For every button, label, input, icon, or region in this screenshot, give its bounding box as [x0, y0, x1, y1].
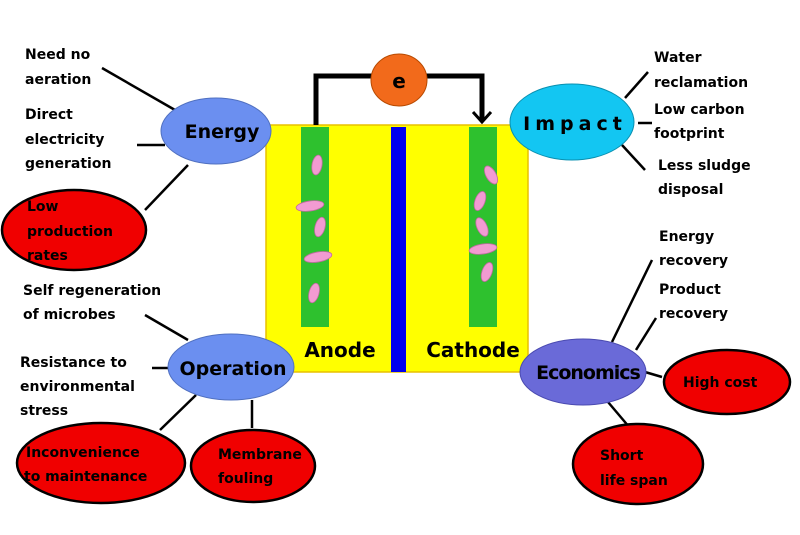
label-line: rates — [27, 248, 68, 264]
microbe — [468, 243, 498, 255]
label-line: Resistance to — [20, 355, 127, 371]
microbe — [314, 216, 326, 238]
label-line: electricity — [25, 132, 104, 148]
economics-hub — [519, 338, 647, 406]
electron-label: e — [392, 69, 406, 93]
drawback-high-cost — [662, 348, 792, 416]
energy-hub-label: Energy — [185, 121, 260, 143]
economics-hub-label: Economics — [536, 362, 640, 384]
microbe — [311, 154, 323, 176]
energy-benefits: Need no aeration Direct electricity gene… — [25, 47, 111, 172]
label-line: Energy — [659, 229, 714, 245]
drawback-bubbles — [0, 188, 792, 506]
impact-hub — [509, 83, 635, 161]
cathode-label: Cathode — [426, 338, 520, 362]
drawback-low-production — [0, 188, 148, 272]
membrane — [391, 127, 406, 372]
microbe — [483, 165, 499, 185]
label-line: generation — [25, 156, 111, 172]
label-line: Short — [600, 448, 644, 464]
microbe — [308, 282, 320, 304]
drawback-inconvenience — [15, 421, 187, 505]
microbe — [295, 200, 325, 212]
energy-hub — [160, 97, 272, 165]
operation-hub — [167, 333, 295, 401]
drawback-short-life — [571, 422, 705, 506]
operation-hub-label: Operation — [179, 358, 286, 380]
label-line: reclamation — [654, 75, 748, 91]
label-line: Low carbon — [654, 102, 745, 118]
label-line: to maintenance — [24, 469, 147, 485]
microbe — [480, 262, 494, 282]
label-line: Inconvenience — [26, 445, 140, 461]
label-line: fouling — [218, 471, 273, 487]
label-line: Less sludge — [658, 158, 751, 174]
label-line: Product — [659, 282, 721, 298]
label-line: stress — [20, 403, 68, 419]
label-line: environmental — [20, 379, 135, 395]
label-line: Membrane — [218, 447, 302, 463]
label-line: aeration — [25, 72, 91, 88]
anode-label: Anode — [304, 338, 375, 362]
label-line: of microbes — [23, 307, 116, 323]
microbe — [473, 191, 487, 211]
drawback-membrane-fouling — [189, 428, 317, 504]
arrow-down-icon — [471, 110, 493, 125]
electron-circle — [370, 53, 428, 107]
impact-hub-label: Impact — [523, 113, 627, 135]
label-line: High cost — [683, 375, 758, 391]
microbe — [303, 251, 333, 263]
label-line: recovery — [659, 253, 728, 269]
label-line: production — [27, 224, 113, 240]
label-line: Need no — [25, 47, 91, 63]
label-line: footprint — [654, 126, 725, 142]
microbe — [475, 217, 489, 237]
label-line: disposal — [658, 182, 723, 198]
label-line: life span — [600, 473, 668, 489]
microbes — [295, 154, 499, 304]
label-line: Water — [654, 50, 702, 66]
label-line: Low — [27, 199, 59, 215]
label-line: Self regeneration — [23, 283, 161, 299]
label-line: recovery — [659, 306, 728, 322]
label-line: Direct — [25, 107, 73, 123]
fuel-cell: e Anode Cathode — [265, 53, 529, 373]
